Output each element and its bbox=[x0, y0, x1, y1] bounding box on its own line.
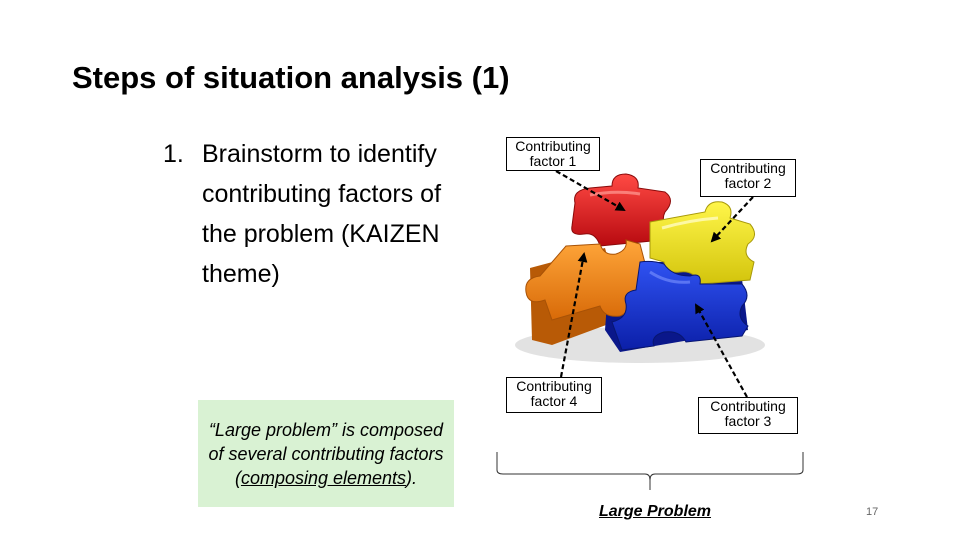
note-underlined-text: composing elements bbox=[240, 467, 407, 488]
note-text-end: ). bbox=[406, 467, 418, 488]
arrow-factor-2 bbox=[710, 196, 754, 243]
factor-4-label: Contributing factor 4 bbox=[506, 377, 602, 413]
arrow-factor-3 bbox=[695, 303, 748, 398]
factor-1-label: Contributing factor 1 bbox=[506, 137, 600, 171]
bullet-text: Brainstorm to identify contributing fact… bbox=[202, 140, 442, 288]
slide-title: Steps of situation analysis (1) bbox=[72, 60, 510, 95]
red-piece-highlight bbox=[589, 190, 641, 197]
factor-3-label: Contributing factor 3 bbox=[698, 397, 798, 434]
large-problem-label: Large Problem bbox=[598, 503, 712, 520]
note-text: “Large problem” is composed of several c… bbox=[204, 418, 448, 490]
note-box: “Large problem” is composed of several c… bbox=[198, 400, 454, 507]
note-text-main: “Large problem” is composed of several c… bbox=[208, 419, 444, 488]
arrow-factor-1 bbox=[555, 170, 626, 211]
factor-2-label: Contributing factor 2 bbox=[700, 159, 796, 197]
arrow-factor-4 bbox=[559, 252, 588, 378]
blue-piece-highlight bbox=[649, 270, 691, 284]
large-problem-brace bbox=[496, 452, 804, 490]
blue-puzzle-piece bbox=[611, 260, 749, 351]
yellow-piece-highlight bbox=[661, 216, 719, 230]
orange-puzzle-piece bbox=[525, 239, 653, 321]
page-number: 17 bbox=[866, 506, 879, 518]
bullet-number: 1. bbox=[163, 140, 184, 168]
